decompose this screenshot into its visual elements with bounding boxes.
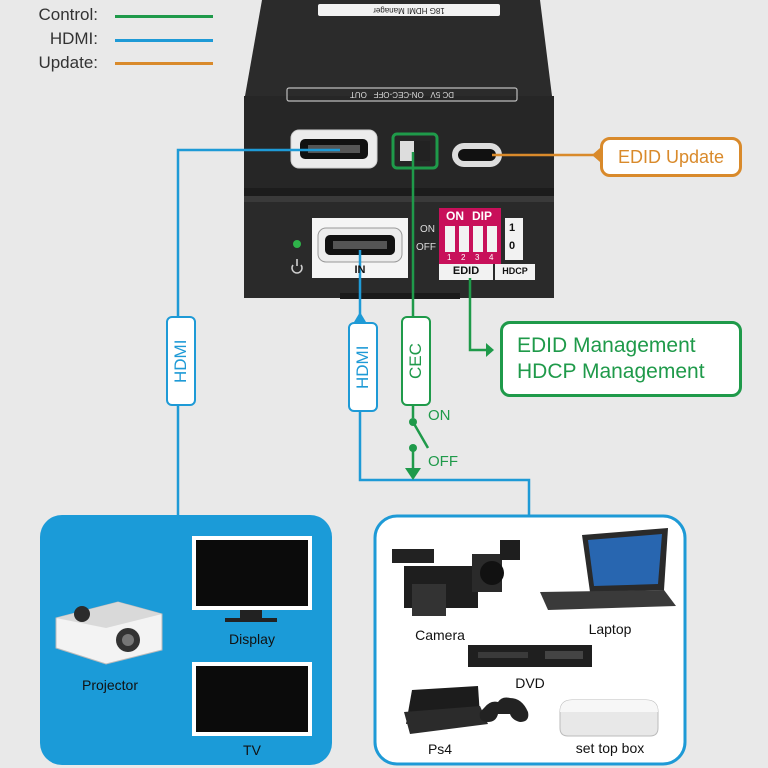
tv-label: TV [243,742,261,758]
dip-zero-label: 0 [509,240,516,252]
dip-on-label: ON [446,209,464,223]
cec-off-dot [409,444,417,452]
mgmt-callout: EDID Management HDCP Management [500,321,742,397]
projector-label: Projector [81,677,139,693]
update-arrow [592,148,600,162]
hdmi-in-label: IN [354,264,366,276]
ps4-label: Ps4 [427,741,453,757]
mgmt-cable [468,278,488,352]
legend-control-line [115,15,213,18]
legend-update-line [115,62,213,65]
hdcp-tag: HDCP [502,266,528,276]
hdmi-in-pill: HDMI [348,322,378,412]
projector-icon [55,601,163,665]
dvd-player-icon [468,645,592,667]
device-top-unit [244,0,554,198]
dip-row-off-label: OFF [416,242,436,253]
dip-number-1: 1 [447,253,452,262]
legend-hdmi-line [115,39,213,42]
dip-row-on-label: ON [420,224,435,235]
cec-on-dot [409,418,417,426]
display-icon [192,536,312,622]
mgmt-line-1: EDID Management [517,334,696,357]
edid-tag: EDID [452,265,480,277]
cec-switch [391,132,439,170]
cec-off-label: OFF [428,453,458,470]
cec-on-label: ON [428,407,451,424]
set-top-box-icon [559,699,659,737]
display-label: Display [229,631,275,647]
ps4-console-icon [404,686,529,734]
dvd-label: DVD [515,675,545,691]
dip-dip-label: DIP [472,209,493,223]
cec-pill: CEC [401,316,431,406]
dip-number-2: 2 [461,253,466,262]
mgmt-line-2: HDCP Management [517,360,705,383]
camera-label: Camera [415,627,465,643]
device-name-label: 18G HDMI Manager [373,6,445,15]
device-port-strip: DC 5V ON-CEC-OFF OUT [350,90,454,99]
power-led [293,240,301,248]
laptop-icon [540,528,676,610]
camera-icon [392,540,520,616]
dip-one-label: 1 [509,222,516,234]
legend-hdmi-label: HDMI: [49,29,98,48]
hdmi-out-pill: HDMI [166,316,196,406]
mgmt-arrow [486,343,494,357]
power-icon [291,259,303,274]
usb-c-port [452,143,502,167]
laptop-label: Laptop [588,621,632,637]
tv-icon [192,662,312,736]
set-top-box-label: set top box [575,740,645,756]
edid-update-callout: EDID Update [600,137,742,177]
dip-number-4: 4 [489,253,494,262]
hdmi-in-arrow [354,312,366,322]
dip-number-3: 3 [475,253,480,262]
legend-update-label: Update: [38,53,98,72]
legend-control-label: Control: [38,5,98,24]
dip-switch [439,208,535,280]
cec-arrow [405,468,421,480]
